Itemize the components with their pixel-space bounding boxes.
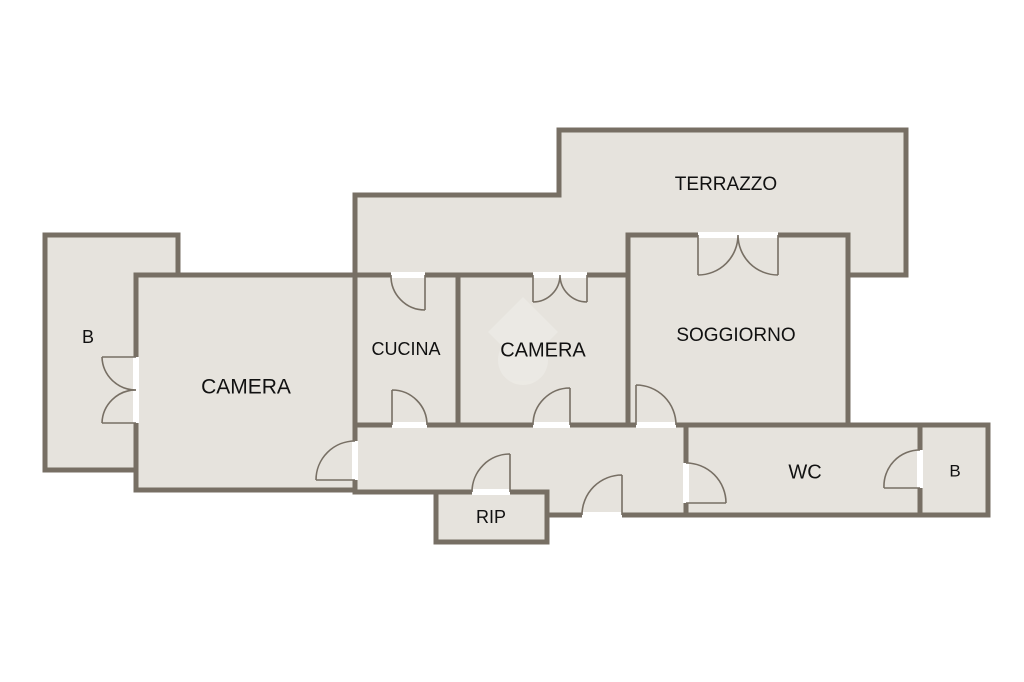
door-swings	[101, 234, 921, 516]
label-soggiorno: SOGGIORNO	[676, 325, 795, 346]
label-rip: RIP	[476, 507, 506, 527]
label-b-left: B	[82, 327, 94, 347]
label-b-right: B	[949, 461, 960, 480]
label-wc: WC	[788, 461, 821, 483]
watermark-logo	[488, 297, 558, 385]
label-camera-large: CAMERA	[201, 376, 291, 399]
label-cucina: CUCINA	[371, 339, 440, 359]
label-terrazzo: TERRAZZO	[675, 174, 777, 195]
label-camera-small: CAMERA	[500, 339, 586, 361]
